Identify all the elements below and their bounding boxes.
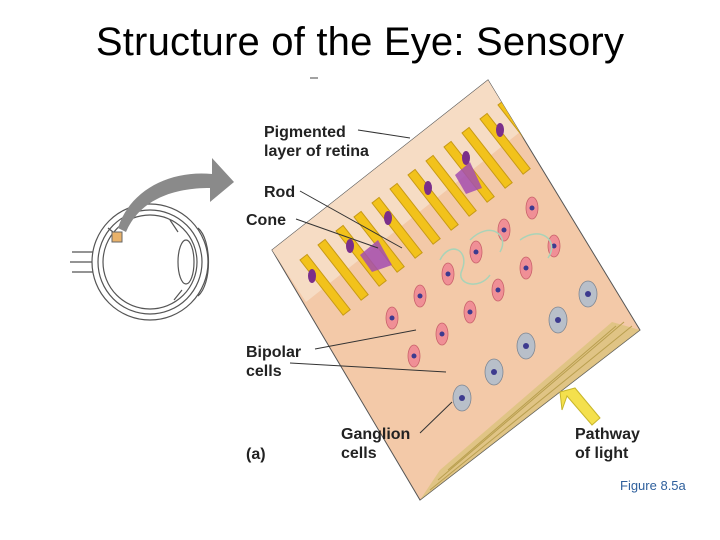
retina-panel [271, 79, 641, 501]
label-pigmented-layer: Pigmented layer of retina [264, 124, 369, 160]
zoom-arrow [118, 158, 234, 232]
figure-reference: Figure 8.5a [620, 478, 686, 493]
light-pathway-arrow [559, 387, 601, 426]
label-cone: Cone [246, 212, 286, 229]
label-ganglion-cells: Ganglion cells [341, 426, 411, 462]
slide-title: Structure of the Eye: Sensory [95, 20, 625, 64]
leader-lines [289, 129, 453, 434]
label-panel-a: (a) [246, 446, 266, 463]
sample-marker [111, 231, 123, 243]
eyeball-cross-section [70, 203, 209, 321]
label-rod: Rod [264, 184, 296, 201]
label-bipolar-cells: Bipolar cells [246, 344, 302, 380]
label-pathway-of-light: Pathway of light [575, 426, 640, 462]
